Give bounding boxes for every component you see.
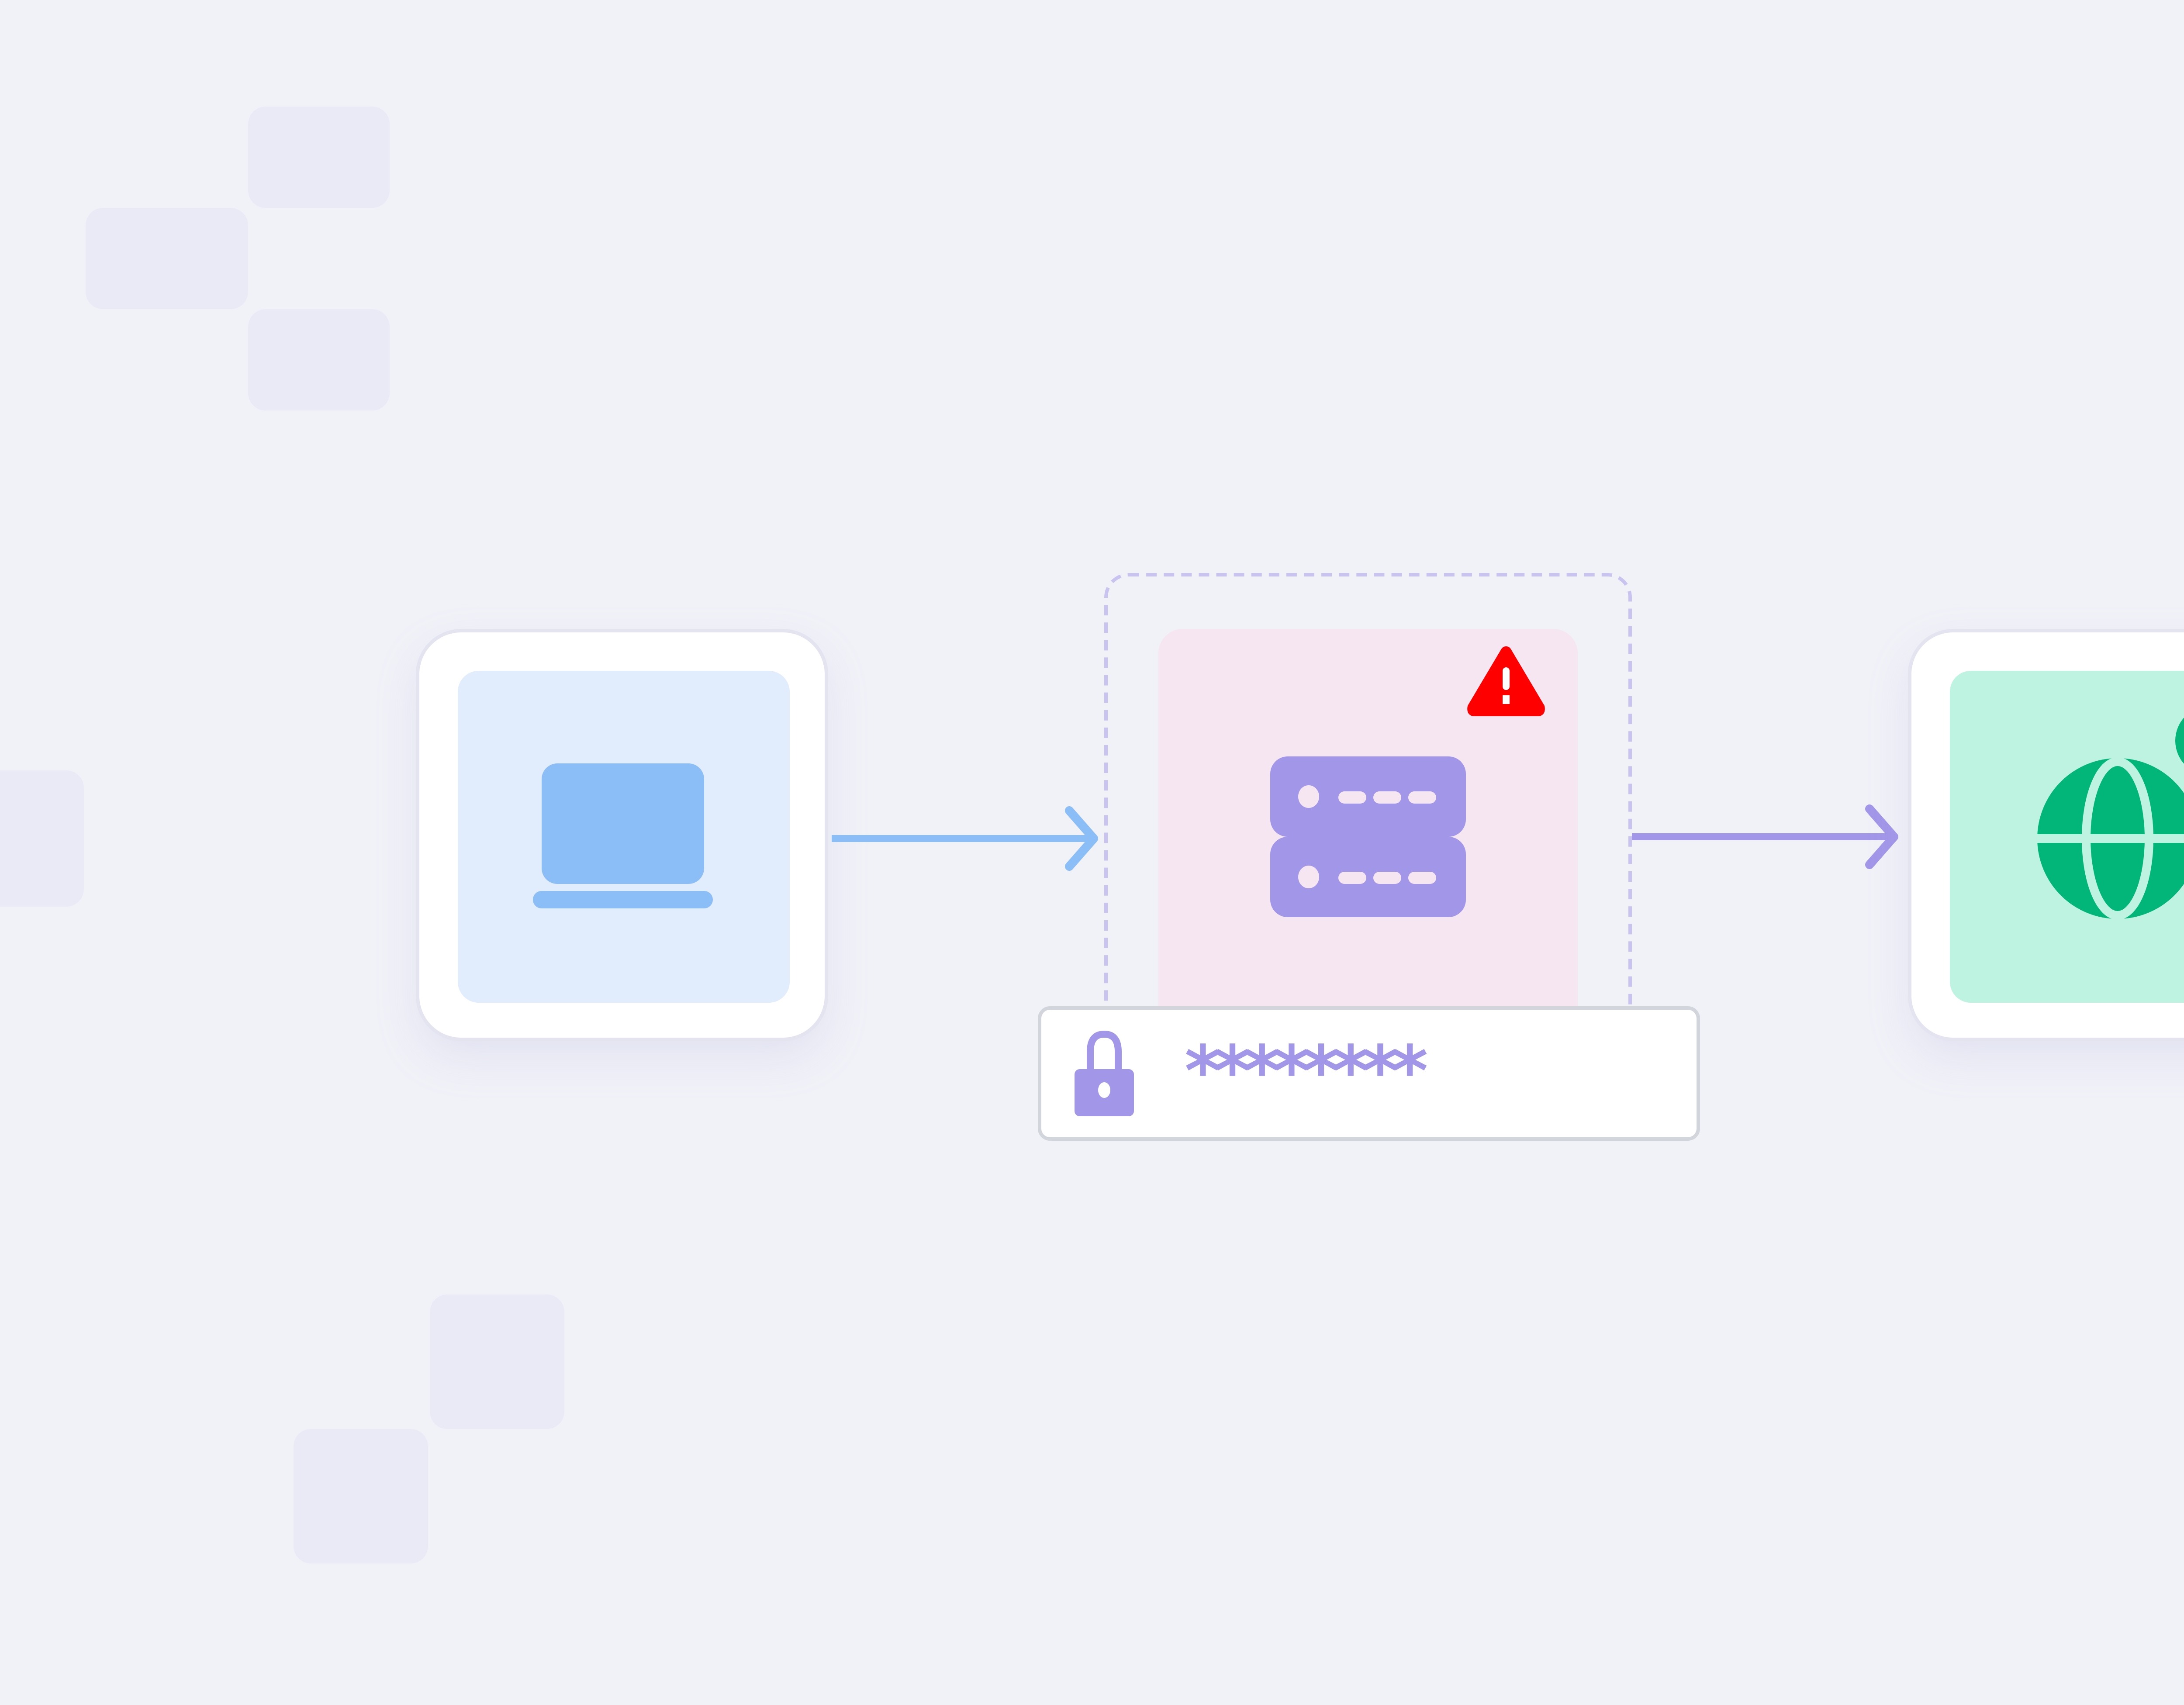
password-field[interactable]: ******** [1038, 1006, 1700, 1141]
internet-node [1908, 629, 2184, 1041]
decor-square [248, 107, 390, 208]
decor-square [0, 770, 84, 907]
lock-icon [1075, 1031, 1134, 1116]
password-masked-value: ******** [1185, 1032, 1428, 1113]
globe-icon [2034, 757, 2184, 920]
arrow-client-to-server [832, 806, 1098, 871]
decor-square [86, 208, 248, 309]
warning-icon [1467, 646, 1545, 716]
client-node [416, 629, 828, 1041]
server-icon [1270, 756, 1466, 917]
decor-square [430, 1294, 564, 1429]
client-icon-tile [458, 671, 790, 1003]
internet-icon-tile [1950, 671, 2184, 1003]
arrow-server-to-internet [1632, 804, 1898, 869]
decor-square [294, 1429, 428, 1563]
check-icon [2175, 718, 2184, 764]
decor-square [248, 309, 390, 411]
laptop-icon [533, 763, 713, 908]
